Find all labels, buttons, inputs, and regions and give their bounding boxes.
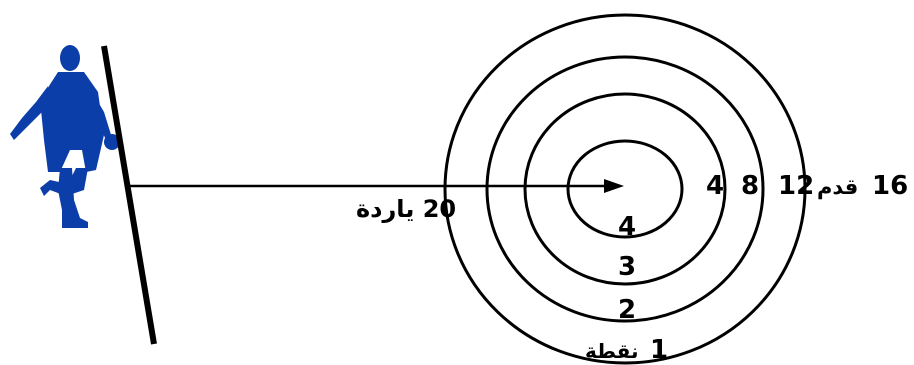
ring-points-third: 2 (618, 295, 636, 325)
distance-arrow (130, 179, 624, 193)
distance-label: 20 ياردة (356, 195, 456, 223)
ring-points-second: 3 (618, 252, 636, 282)
ring-size-label-outer-unit: قدم (817, 175, 858, 199)
foul-line (101, 45, 157, 345)
target-ring-outer (443, 13, 807, 365)
target-ring-inner (566, 139, 684, 239)
ring-points-inner: 4 (618, 212, 636, 242)
ring-size-label-inner: 4 (706, 171, 724, 201)
ring-size-label-second: 8 (741, 171, 759, 201)
ring-points-outer-unit: نقطة (585, 339, 639, 363)
ring-size-label-third: 12 (778, 171, 814, 201)
ball-icon (104, 134, 120, 150)
ring-size-label-outer-value: 16 (872, 171, 908, 201)
target-ring-second (523, 92, 727, 286)
target-ring-third (485, 55, 765, 323)
ring-points-outer-value: 1 (650, 335, 668, 365)
player-dribbling-silhouette-icon (10, 45, 112, 228)
